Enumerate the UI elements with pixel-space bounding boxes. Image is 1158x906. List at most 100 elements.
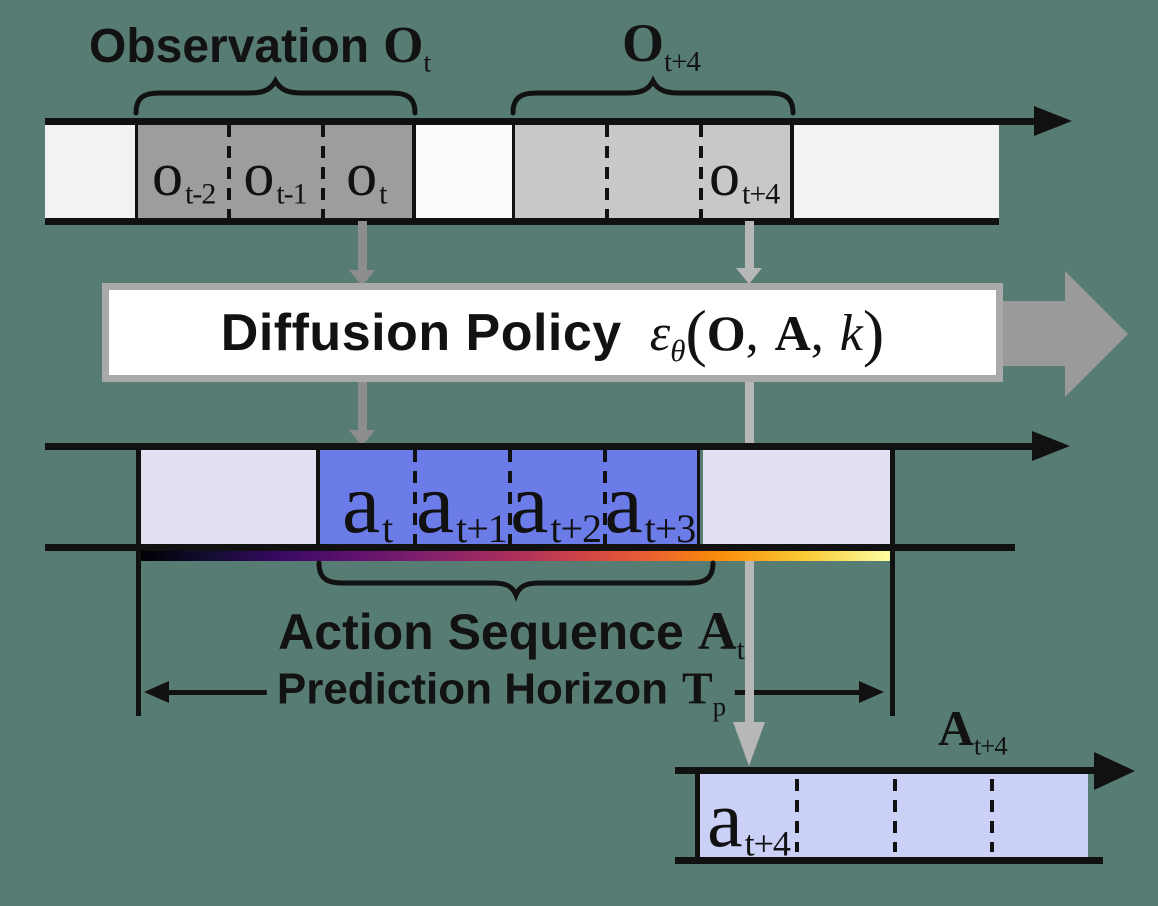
future-obs-cell — [515, 125, 607, 218]
future-action-timeline-arrowhead — [1094, 752, 1135, 790]
cell-divider — [795, 779, 799, 852]
action-cell-subscript: t — [382, 505, 393, 551]
horizon-padding-block-right — [703, 450, 892, 544]
future-observation-symbol: O — [622, 13, 665, 73]
future-action-cell — [991, 774, 1088, 857]
obs-to-policy-arrow — [358, 221, 367, 270]
obs-cell-symbol: o — [243, 141, 275, 209]
theta-subscript: θ — [670, 332, 686, 368]
open-paren: ( — [685, 296, 707, 368]
cell-divider — [699, 125, 703, 218]
close-paren: ) — [862, 296, 885, 368]
policy-title: Diffusion Policy — [220, 303, 622, 362]
action-sequence-subscript: t — [736, 634, 745, 667]
policy-to-action-arrow — [358, 382, 367, 430]
future-action-cell — [797, 774, 894, 857]
cell-divider — [605, 125, 609, 218]
observation-symbol-subscript: t — [423, 47, 431, 79]
observation-timeline-baseline — [45, 218, 999, 225]
cell-divider — [227, 125, 231, 218]
future-action-symbol-subscript: t+4 — [973, 730, 1008, 761]
future-observation-label: Ot+4 — [622, 12, 701, 79]
prediction-horizon-symbol: T — [681, 662, 713, 714]
block-edge — [316, 450, 320, 544]
action-cell-subscript: t+3 — [644, 505, 697, 551]
action-cell-symbol: a — [510, 455, 549, 551]
future-obs-cell-symbol: o — [709, 141, 741, 209]
observation-symbol: O — [383, 17, 424, 74]
action-timeline-axis — [45, 443, 1033, 450]
obs-cell-subscript: t-2 — [185, 177, 216, 211]
action-sequence-symbol: A — [697, 601, 737, 661]
cell-divider — [413, 450, 417, 544]
future-action-cell — [894, 774, 991, 857]
obs-cell-subscript: t — [379, 177, 387, 211]
future-action-symbol: A — [938, 701, 974, 756]
policy-output-arrowhead — [1065, 271, 1128, 397]
diffusion-policy-box: Diffusion Policy εθ(O,A,k) — [102, 283, 1003, 382]
action-cell-subscript: t+1 — [456, 505, 508, 551]
future-action-left-edge — [695, 767, 700, 864]
future-action-cell-symbol: a — [707, 776, 743, 864]
policy-to-future-action-line — [745, 382, 754, 443]
observation-brace — [133, 75, 418, 116]
denoising-gradient-bar — [140, 551, 892, 561]
policy-to-action-arrowhead — [349, 430, 375, 446]
future-action-label: At+4 — [938, 700, 1008, 761]
policy-output-arrow-shaft — [1003, 301, 1066, 366]
obs-cell-symbol: o — [152, 141, 183, 209]
observation-label-text: Observation — [89, 20, 370, 73]
observation-timeline-axis — [45, 118, 1035, 125]
prediction-horizon-left-arrowhead — [144, 681, 169, 703]
comma: , — [810, 304, 824, 362]
action-cell-symbol: a — [415, 455, 455, 551]
observation-timeline-arrowhead — [1034, 106, 1072, 136]
cell-divider — [893, 779, 897, 852]
cell-divider — [990, 779, 994, 852]
action-timeline-arrowhead — [1032, 431, 1070, 461]
observation-timeline-gap — [416, 125, 512, 218]
action-cell-symbol: a — [341, 455, 381, 551]
epsilon-symbol: ε — [649, 304, 671, 362]
cell-divider — [508, 450, 512, 544]
action-arg: A — [774, 304, 811, 361]
future-observation-symbol-subscript: t+4 — [664, 46, 701, 79]
future-action-cell-subscript: t+4 — [744, 822, 791, 863]
cell-divider — [603, 450, 607, 544]
obs-cell-subscript: t-1 — [276, 177, 307, 211]
action-cell-subscript: t+2 — [550, 505, 602, 551]
future-obs-cell-subscript: t+4 — [742, 177, 780, 211]
policy-to-future-action-arrowhead — [733, 722, 765, 766]
future-obs-to-policy-arrow — [745, 221, 754, 268]
prediction-horizon-label: Prediction Horizon Tp — [266, 661, 736, 723]
prediction-horizon-left-bound — [136, 443, 141, 716]
prediction-horizon-subscript: p — [712, 691, 726, 722]
action-timeline-baseline — [45, 544, 1015, 551]
obs-to-policy-arrowhead — [349, 270, 375, 286]
policy-to-future-action-arrow — [745, 561, 754, 722]
future-observation-brace — [510, 75, 796, 116]
prediction-horizon-label-text: Prediction Horizon — [276, 664, 668, 714]
future-obs-to-policy-arrowhead — [736, 268, 762, 284]
prediction-horizon-right-arrowhead — [859, 681, 884, 703]
observation-arg: O — [706, 304, 746, 361]
future-action-timeline-baseline — [675, 857, 1103, 864]
future-action-timeline-axis — [675, 767, 1095, 774]
action-sequence-label-text: Action Sequence — [278, 604, 684, 660]
